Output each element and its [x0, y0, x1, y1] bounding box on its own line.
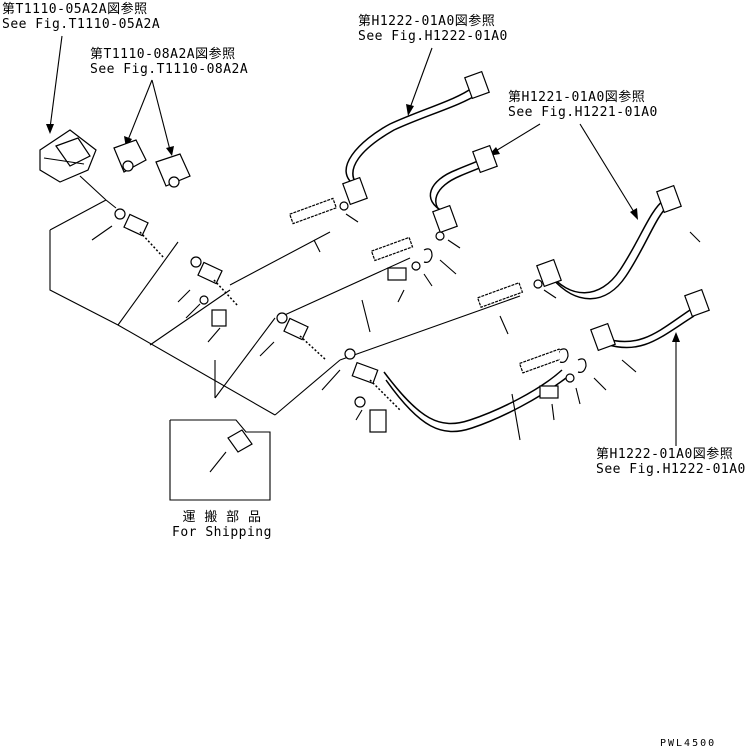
- callout-jp: 第T1110-05A2A図参照: [2, 2, 148, 17]
- leader-arrows: [46, 35, 680, 446]
- shipping-en: For Shipping: [172, 525, 272, 540]
- callout-en: See Fig.T1110-08A2A: [90, 62, 249, 77]
- callout-jp: 第H1222-01A0図参照: [358, 14, 496, 29]
- assembly-lines: [49, 175, 521, 416]
- callout-en: See Fig.H1221-01A0: [508, 105, 658, 120]
- small-part-b: [155, 153, 191, 188]
- drawing-code: PWL4500: [660, 738, 717, 749]
- pipe-middle: [429, 144, 498, 241]
- hose-lower: [383, 369, 567, 441]
- fitting-2: [177, 256, 239, 343]
- shipping-box: [169, 419, 271, 501]
- callout-t1110-05a2a: 第T1110-05A2A図参照 See Fig.T1110-05A2A: [2, 2, 160, 32]
- small-part-a: [113, 139, 147, 173]
- callout-en: See Fig.T1110-05A2A: [2, 17, 161, 32]
- callout-h1222-bottom: 第H1222-01A0図参照 See Fig.H1222-01A0: [596, 447, 746, 477]
- stud-bolts: [288, 197, 701, 421]
- shipping-jp: 運 搬 部 品: [182, 510, 262, 525]
- shipping-label: 運 搬 部 品 For Shipping: [170, 510, 274, 540]
- callout-en: See Fig.H1222-01A0: [596, 462, 746, 477]
- pipe-top: [339, 70, 490, 211]
- callout-h1221: 第H1221-01A0図参照 See Fig.H1221-01A0: [508, 90, 658, 120]
- actuator-part-left: [39, 129, 97, 183]
- fitting-1: [91, 208, 165, 259]
- pipe-lower-right: [590, 288, 710, 373]
- callout-jp: 第H1221-01A0図参照: [508, 90, 646, 105]
- callout-t1110-08a2a: 第T1110-08A2A図参照 See Fig.T1110-08A2A: [90, 47, 248, 77]
- callout-jp: 第H1222-01A0図参照: [596, 447, 734, 462]
- fitting-3: [259, 312, 327, 361]
- fitting-4: [321, 348, 401, 433]
- callout-h1222-top: 第H1222-01A0図参照 See Fig.H1222-01A0: [358, 14, 508, 44]
- callout-jp: 第T1110-08A2A図参照: [90, 47, 236, 62]
- callout-en: See Fig.H1222-01A0: [358, 29, 508, 44]
- pipe-right: [533, 184, 682, 300]
